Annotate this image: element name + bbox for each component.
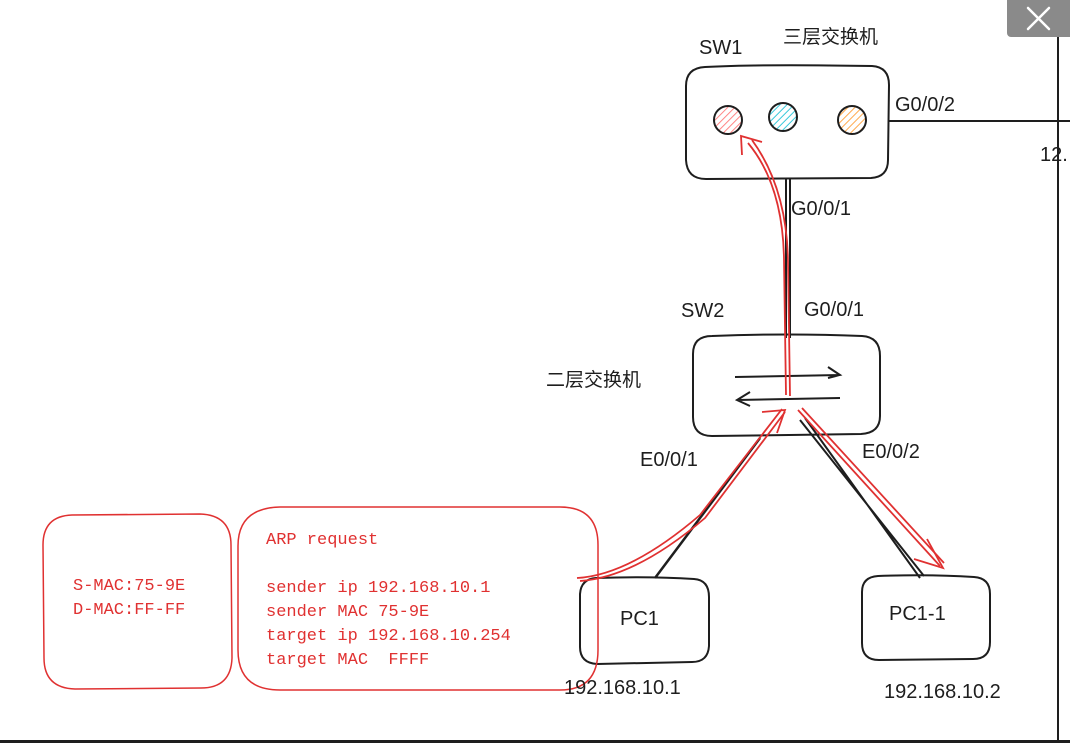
sw2-name: SW2 [681,300,725,322]
link-sw2-pc2 [799,417,925,579]
arp-packet-text: ARP request sender ip 192.168.10.1 sende… [266,529,511,673]
switch-arrow-left-icon [734,391,841,407]
port-label-sw1-g001: G0/0/1 [791,198,852,220]
port-label-sw1-g002: G0/0/2 [895,94,956,116]
pc1-device [579,576,710,666]
sw1-device [685,64,891,181]
arp-target-mac: target MAC FFFF [266,651,430,670]
sw2-device [692,333,881,438]
frame-header-text: S-MAC:75-9E D-MAC:FF-FF [73,575,185,623]
port-cyan-icon [768,102,798,132]
arp-packet-box [237,506,599,691]
port-label-sw2-g001: G0/0/1 [804,299,865,321]
arp-sender-mac: sender MAC 75-9E [266,603,430,622]
arp-sender-ip: sender ip 192.168.10.1 [266,579,491,598]
pc2-name: PC1-1 [889,603,946,625]
arp-target-ip: target ip 192.168.10.254 [266,627,511,646]
frame-src-mac: S-MAC:75-9E [73,577,186,596]
close-button[interactable] [1007,0,1070,37]
port-orange-icon [837,105,867,135]
switch-arrow-right-icon [734,366,843,379]
arp-title: ARP request [266,531,379,550]
frame-dst-mac: D-MAC:FF-FF [73,601,186,620]
bottom-border [0,740,1070,743]
link-sw1-sw2 [785,179,791,338]
close-icon [1026,6,1051,31]
port-red-icon [713,105,743,135]
pc2-ip: 192.168.10.2 [884,681,1001,703]
frame-header-box [42,513,233,690]
arp-broadcast-path [797,407,945,570]
port-label-sw2-e002: E0/0/2 [862,441,920,463]
port-label-sw2-e001: E0/0/1 [640,449,698,471]
sw1-type-label: 三层交换机 [783,26,879,48]
cut-off-ip-label: 12. [1040,144,1068,166]
pc1-name: PC1 [620,608,659,630]
sw2-type-label: 二层交换机 [546,369,642,391]
sw1-name: SW1 [699,37,743,59]
pc2-device [861,574,991,662]
pc1-ip: 192.168.10.1 [564,677,681,699]
arp-request-path [576,134,791,582]
